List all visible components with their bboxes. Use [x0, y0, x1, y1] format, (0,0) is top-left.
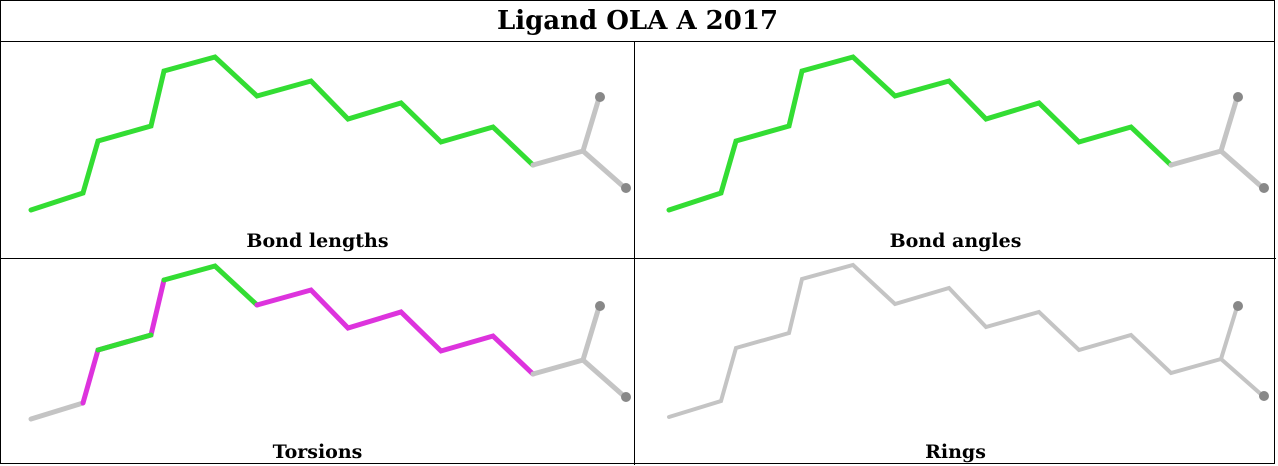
molecule-rings: [667, 262, 1269, 419]
oxygen-atom: [1233, 301, 1243, 311]
oxygen-atom: [1259, 183, 1269, 193]
torsion-ok: [95, 332, 154, 353]
panel-caption: Bond angles: [889, 230, 1022, 252]
bond-neutral: [580, 148, 628, 191]
panel-torsions: Torsions: [1, 259, 634, 465]
bond-neutral: [530, 357, 586, 377]
carbon-chain-ok: [28, 54, 536, 213]
oxygen-atom: [621, 392, 631, 402]
figure-title: Ligand OLA A 2017: [1, 1, 1274, 42]
panel-caption: Bond lengths: [246, 230, 389, 252]
row-divider: [1, 258, 1276, 259]
panel-caption: Torsions: [272, 441, 363, 463]
carbon-chain-neutral: [667, 262, 1223, 419]
panel-bond-angles: Bond angles: [635, 42, 1276, 258]
torsion-outlier: [254, 287, 536, 377]
torsion-ok: [161, 263, 260, 308]
oxygen-atom: [621, 183, 631, 193]
bond-neutral: [580, 357, 628, 400]
bond-neutral: [1218, 148, 1266, 191]
oxygen-atom: [1259, 391, 1269, 401]
oxygen-atom: [1233, 92, 1243, 102]
column-divider: [634, 42, 635, 465]
molecule-torsions: [28, 263, 631, 422]
bond-neutral: [1219, 357, 1265, 398]
bond-neutral: [580, 95, 602, 154]
bond-neutral: [1218, 95, 1240, 154]
oxygen-atom: [595, 92, 605, 102]
bond-neutral: [1219, 305, 1239, 361]
bond-neutral: [530, 148, 586, 168]
oxygen-atom: [595, 301, 605, 311]
panel-caption: Rings: [925, 441, 986, 463]
carbon-chain-ok: [666, 54, 1174, 213]
molecule-bond-angles: [666, 54, 1269, 213]
molecule-bond-lengths: [28, 54, 631, 213]
panel-bond-lengths: Bond lengths: [1, 42, 634, 258]
panel-rings: Rings: [635, 259, 1276, 465]
bond-neutral: [28, 400, 86, 422]
bond-neutral: [580, 304, 602, 363]
bond-neutral: [1168, 148, 1224, 168]
